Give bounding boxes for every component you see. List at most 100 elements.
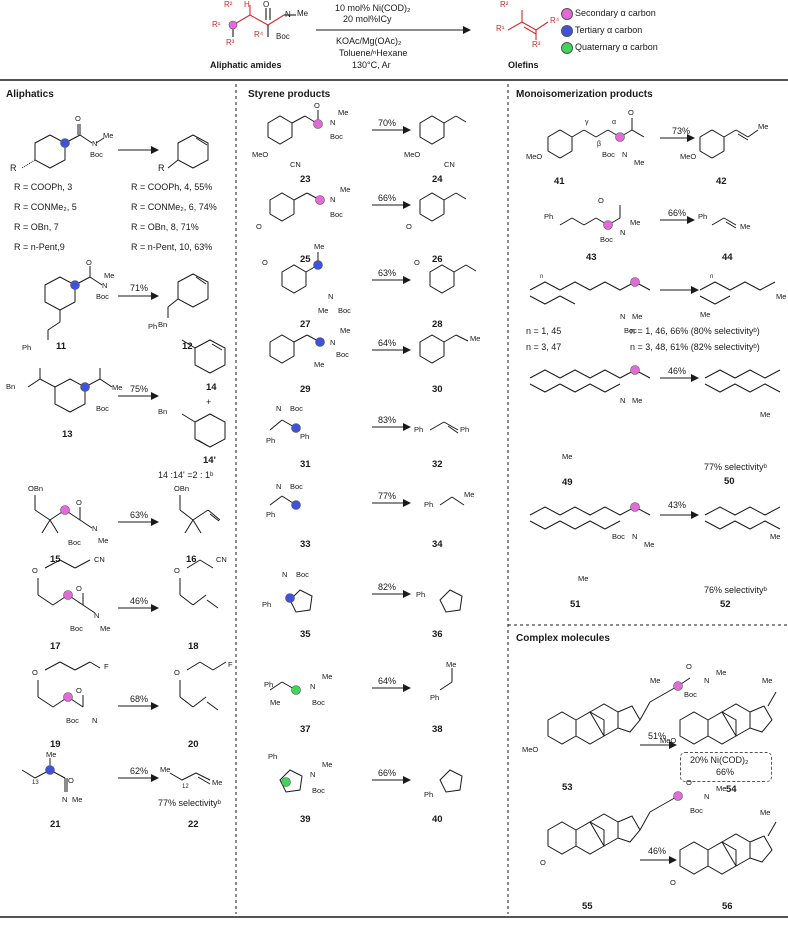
alpha-marker-39 [281,777,291,787]
struct-18 [179,559,219,609]
yield-23: 70% [378,118,397,128]
gen-n: N [285,10,291,19]
label-42: 42 [716,176,727,187]
struct-4 [167,134,209,169]
alpha-marker-15 [60,505,70,515]
gen-r3: R³ [226,38,235,47]
atom-me2-53: Me [650,676,661,685]
alpha-marker-11 [70,280,80,290]
atom-meo-54: MeO [660,736,677,745]
cond-2: 20 mol%ICy [343,14,392,24]
atom-n-3: N [92,139,98,148]
label-31: 31 [300,459,311,470]
atom-me-34: Me [464,490,475,499]
atom-me-23: Me [338,108,349,117]
atom-me-52: Me [770,532,781,541]
gen-r2-prod: R² [500,0,509,9]
atom-r-4: R [158,163,165,173]
label-12: 12 [182,341,193,352]
alpha-marker-17 [63,590,73,600]
r-list-right-2: R = OBn, 8, 71% [131,222,199,232]
atom-n-31: N [276,404,282,413]
atom-boc-27: Boc [338,306,351,315]
label-49: 49 [562,477,573,488]
legend-secondary-dot [561,8,573,20]
struct-22 [169,772,211,785]
box-text-2: 66% [716,767,735,777]
atom-ph-31: Ph [266,436,276,445]
label-38: 38 [432,724,443,735]
legend-tertiary-dot [561,25,573,37]
struct-17 [37,559,96,614]
label-17: 17 [50,641,61,652]
atom-ph2-32: Ph [460,425,470,434]
label-56: 56 [722,901,733,912]
atom-boc-13: Boc [96,404,109,413]
cond-4: Toluene/ⁿHexane [339,48,408,58]
atom-o-53: O [686,662,692,671]
atom-me-56: Me [760,808,771,817]
label-18: 18 [188,641,199,652]
header-olefin-structure [507,10,549,40]
atom-n-39: N [310,770,316,779]
atom-f-20: F [228,660,233,669]
label-23: 23 [300,174,311,185]
atom-n-15: N [92,524,98,533]
label-55: 55 [582,901,593,912]
alpha-marker-41 [615,132,625,142]
atom-cn-17: CN [94,555,105,564]
atom-ph-33: Ph [266,510,276,519]
label-24: 24 [432,174,443,185]
atom-boc-25: Boc [330,210,343,219]
atom-me2-37: Me [322,672,333,681]
atom-me-50: Me [760,410,771,419]
atom-boc-45: Boc [624,326,637,335]
atom-boc-3: Boc [90,150,103,159]
atom-boc-23: Boc [330,132,343,141]
yield-53: 51% [648,731,667,741]
r-list-left-3: R = n-Pent,9 [14,242,65,252]
atom-ph2-31: Ph [300,432,310,441]
label-40: 40 [432,814,443,825]
atom-o-17: O [32,566,38,575]
atom-boc-41: Boc [602,150,615,159]
label-32: 32 [432,459,443,470]
atom-me-11: Me [104,271,115,280]
alpha-marker-25 [315,195,325,205]
label-34: 34 [432,539,443,550]
atom-n-23: N [330,118,336,127]
atom-f-19: F [104,662,109,671]
yield-13: 75% [130,384,149,394]
note-14: 14 :14' =2 : 1ᵇ [158,470,214,480]
atom-meo-42: MeO [680,152,697,161]
atom-me-21: Me [46,750,57,759]
product-label: Olefins [508,60,539,70]
section-complex: Complex molecules [516,633,610,644]
label-21: 21 [50,819,61,830]
r-list-left-1: R = CONMe₂, 5 [14,202,77,212]
label-44: 44 [722,252,733,263]
atom-ph-11: Ph [22,343,32,352]
yield-37: 64% [378,676,397,686]
struct-11 [44,266,103,340]
atom-n-49: N [620,396,626,405]
yield-39: 66% [378,768,397,778]
atom-me2-22: Me [212,778,223,787]
alpha-marker-23 [313,119,323,129]
note-52: 76% selectivityᵇ [704,585,767,595]
yield-51: 43% [668,500,687,510]
label-14: 14 [206,382,217,393]
atom-n-51: N [632,532,638,541]
atom-boc-51: Boc [612,532,625,541]
struct-16 [179,495,221,534]
atom-me-15: Me [98,536,109,545]
atom-boc-31: Boc [290,404,303,413]
atom-o-18: O [174,566,180,575]
cond-1: 10 mol% Ni(COD)₂ [335,3,411,13]
yield-11: 71% [130,283,149,293]
label-30: 30 [432,384,443,395]
gen-r1: R¹ [212,20,221,29]
atom-me2-27: Me [318,306,329,315]
atom-n-41: N [622,150,628,159]
yield-41: 73% [672,126,691,136]
